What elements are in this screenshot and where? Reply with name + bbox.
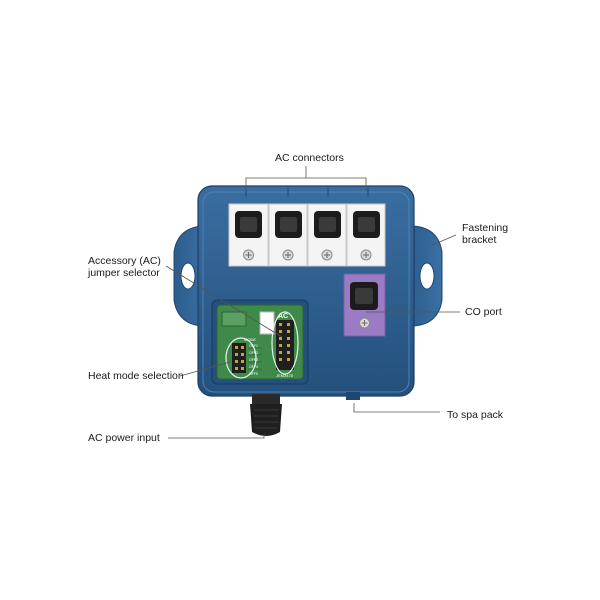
right-bracket-hole (419, 262, 435, 290)
heat-mode-text: Heat mode selection (88, 370, 184, 382)
ac-connector-1 (228, 203, 269, 267)
label-heat-mode-selection: Heat mode selection (88, 370, 184, 382)
fastening-bracket-line-2: bracket (462, 234, 497, 246)
accessory-selector-line-1: Accessory (AC) (88, 255, 161, 267)
left-bracket-hole (180, 262, 196, 290)
ac-connector-ports (228, 203, 386, 267)
ac-badge: AC (278, 313, 288, 320)
label-to-spa-pack: To spa pack (447, 409, 503, 421)
accessory-selector-line-2: jumper selector (88, 267, 160, 279)
spa-pack-outlet (346, 392, 360, 400)
row-label: OFF1 (249, 344, 258, 348)
mode-marking: MODE (244, 337, 256, 342)
cable-gland (250, 394, 282, 436)
ac-connector-4 (346, 203, 386, 267)
to-spa-pack-text: To spa pack (447, 409, 504, 421)
label-co-port: CO port (465, 306, 502, 318)
ac-connector-3 (307, 203, 347, 267)
ac-connector-2 (268, 203, 308, 267)
label-ac-connectors: AC connectors (275, 152, 344, 164)
right-fastening-bracket (409, 225, 443, 327)
row-label: OFF4 (249, 365, 258, 369)
jumper-highlight (271, 311, 299, 375)
row-label: OFF2 (249, 351, 258, 355)
ac-connectors-text: AC connectors (275, 152, 344, 164)
row-label: OFF5 (249, 372, 258, 376)
label-ac-power-input: AC power input (88, 432, 160, 444)
label-fastening-bracket: Fastening bracket (462, 222, 508, 246)
leader-lines (165, 166, 460, 439)
label-accessory-jumper-selector: Accessory (AC) jumper selector (88, 255, 161, 279)
row-label: OFF3 (249, 358, 258, 362)
co-port-text: CO port (465, 306, 502, 318)
fastening-bracket-line-1: Fastening (462, 222, 509, 234)
part-number-marking: JEM2478 (276, 373, 294, 378)
ac-power-input-text: AC power input (88, 432, 160, 444)
heat-mode-highlight (225, 337, 257, 379)
circuit-board: AC MODE JEM2478 OFF1 OFF2 OFF3 OFF4 OFF5 (216, 304, 304, 380)
co-port (343, 273, 386, 337)
